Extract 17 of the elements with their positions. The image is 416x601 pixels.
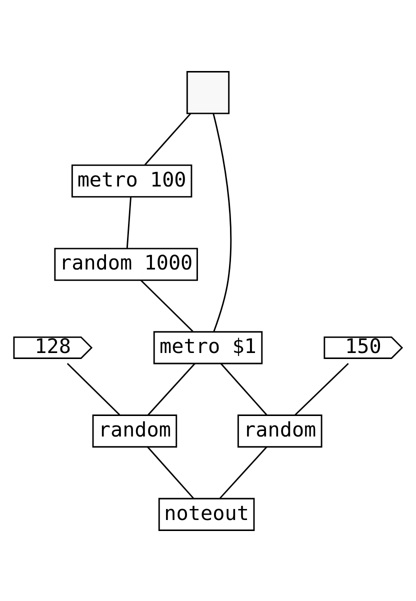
connector [220,446,268,498]
connector [66,362,120,415]
connector [212,112,232,332]
connector [147,446,194,498]
node-box: noteout [158,497,255,530]
node-box [186,70,230,114]
node-box: random 1000 [54,247,198,280]
node-box: metro 100 [71,164,192,198]
connector [294,362,349,415]
connector [144,112,192,165]
connector [220,362,268,415]
connector [126,196,132,248]
connector [148,362,196,415]
connector [140,279,194,332]
node-box: random [92,414,178,448]
node-box: random [237,414,322,448]
node-box: metro $1 [153,330,263,364]
